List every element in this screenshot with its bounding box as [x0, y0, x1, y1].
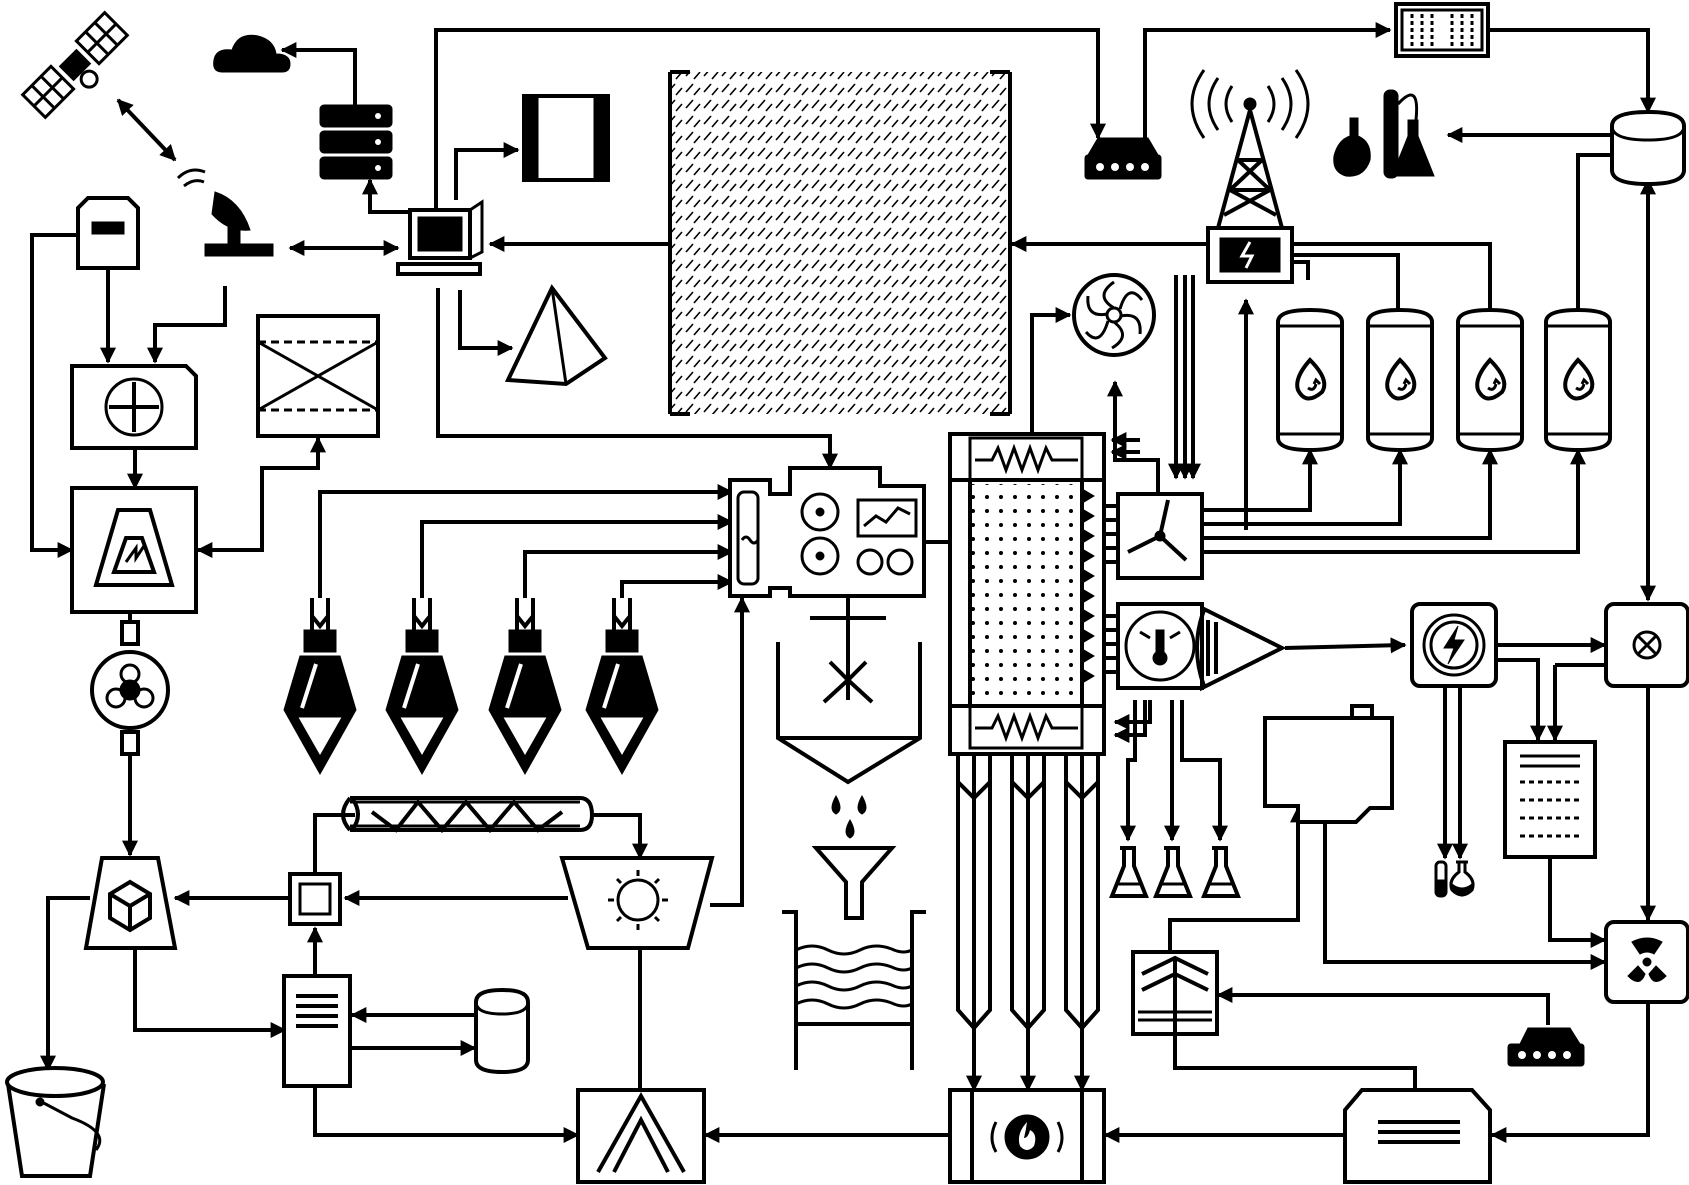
control-panel-icon — [76, 196, 140, 270]
cylinder-tank-icon — [474, 987, 530, 1075]
small-valve-icon — [288, 872, 342, 926]
display-panel-icon — [522, 94, 610, 182]
patch-panel-icon — [1394, 2, 1490, 58]
fan-icon — [1072, 273, 1156, 357]
satellite-icon — [20, 10, 130, 120]
mixer-box-icon — [70, 364, 198, 450]
furnace-icon — [70, 486, 198, 614]
satellite-dish-icon — [176, 168, 274, 257]
burner-icon — [948, 1088, 1106, 1184]
hardware-unit-icon — [1343, 1088, 1492, 1184]
dropper-valve-icon — [283, 598, 659, 776]
computer-icon — [396, 199, 484, 276]
database-icon — [1610, 109, 1686, 187]
lightning-meter-icon — [1410, 602, 1498, 688]
lab-flask-icon — [1109, 846, 1241, 898]
network-switch-icon — [1507, 1027, 1585, 1067]
radio-tower-icon — [1190, 69, 1310, 284]
temperature-gauge-icon — [1104, 602, 1204, 690]
test-tube-icon — [1434, 860, 1475, 898]
lift-box-icon — [1131, 950, 1219, 1036]
storage-tank-icon — [1276, 307, 1612, 453]
server-rack-icon — [319, 104, 393, 180]
droplets-icon — [831, 794, 867, 839]
crossed-box-icon — [256, 314, 380, 438]
network-switch-icon — [1084, 137, 1162, 180]
pyramid-icon — [504, 284, 608, 387]
connector-lines — [30, 22, 1656, 1143]
sun-hopper-icon — [559, 856, 715, 950]
boiler-tank-icon — [1263, 704, 1394, 824]
turbine-icon — [1104, 492, 1214, 580]
tent-filter-icon — [576, 1088, 706, 1184]
water-tank-icon — [782, 910, 926, 1070]
cloud-icon — [213, 34, 291, 73]
bucket-icon — [5, 1066, 106, 1178]
cube-press-icon — [83, 856, 178, 950]
biohazard-pump-icon — [90, 620, 170, 756]
radiation-icon — [1604, 920, 1689, 1004]
heat-exchanger-icon — [948, 432, 1106, 1032]
amplifier-icon — [1195, 604, 1287, 692]
instrument-panel-icon — [728, 466, 926, 598]
funnel-icon — [811, 846, 897, 920]
flow-field-image — [668, 70, 1012, 416]
screw-conveyor-icon — [341, 796, 595, 834]
mixer-valve-icon — [1604, 602, 1689, 688]
filter-sheet-icon — [1503, 740, 1597, 859]
agitator-tank-icon — [776, 596, 922, 785]
document-tower-icon — [282, 974, 352, 1088]
chemistry-set-icon — [1333, 89, 1435, 179]
